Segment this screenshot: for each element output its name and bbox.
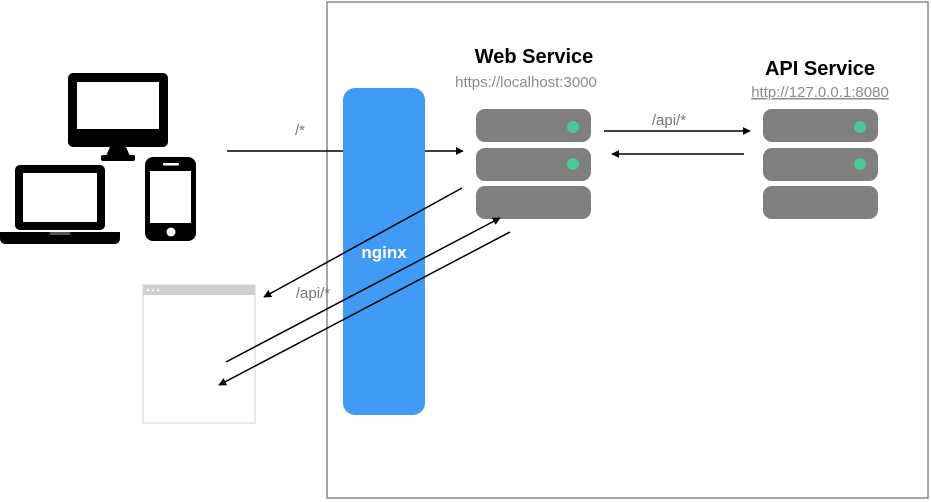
browser-api-request-arrow bbox=[225, 217, 501, 363]
api-service-server-icon bbox=[763, 109, 878, 219]
desktop-monitor-icon bbox=[68, 73, 168, 161]
api-route-upstream-label: /api/* bbox=[652, 112, 686, 129]
web-service-title: Web Service bbox=[475, 46, 594, 68]
root-route-label: /* bbox=[295, 122, 305, 139]
api-response-to-browser-arrow bbox=[218, 231, 511, 386]
laptop-icon bbox=[0, 165, 120, 244]
nginx-label: nginx bbox=[361, 243, 407, 262]
server-boundary bbox=[326, 1, 929, 499]
nginx-proxy: nginx bbox=[343, 88, 425, 415]
smartphone-icon bbox=[145, 157, 196, 241]
web-service-to-browser-arrow bbox=[263, 187, 463, 298]
browser-window-icon bbox=[142, 284, 256, 424]
api-route-client-label: /api/* bbox=[296, 285, 330, 302]
api-service-url: http://127.0.0.1:8080 bbox=[751, 84, 889, 101]
web-service-url: https://localhost:3000 bbox=[455, 74, 597, 91]
web-service-server-icon bbox=[476, 109, 591, 219]
api-service-title: API Service bbox=[765, 58, 875, 80]
